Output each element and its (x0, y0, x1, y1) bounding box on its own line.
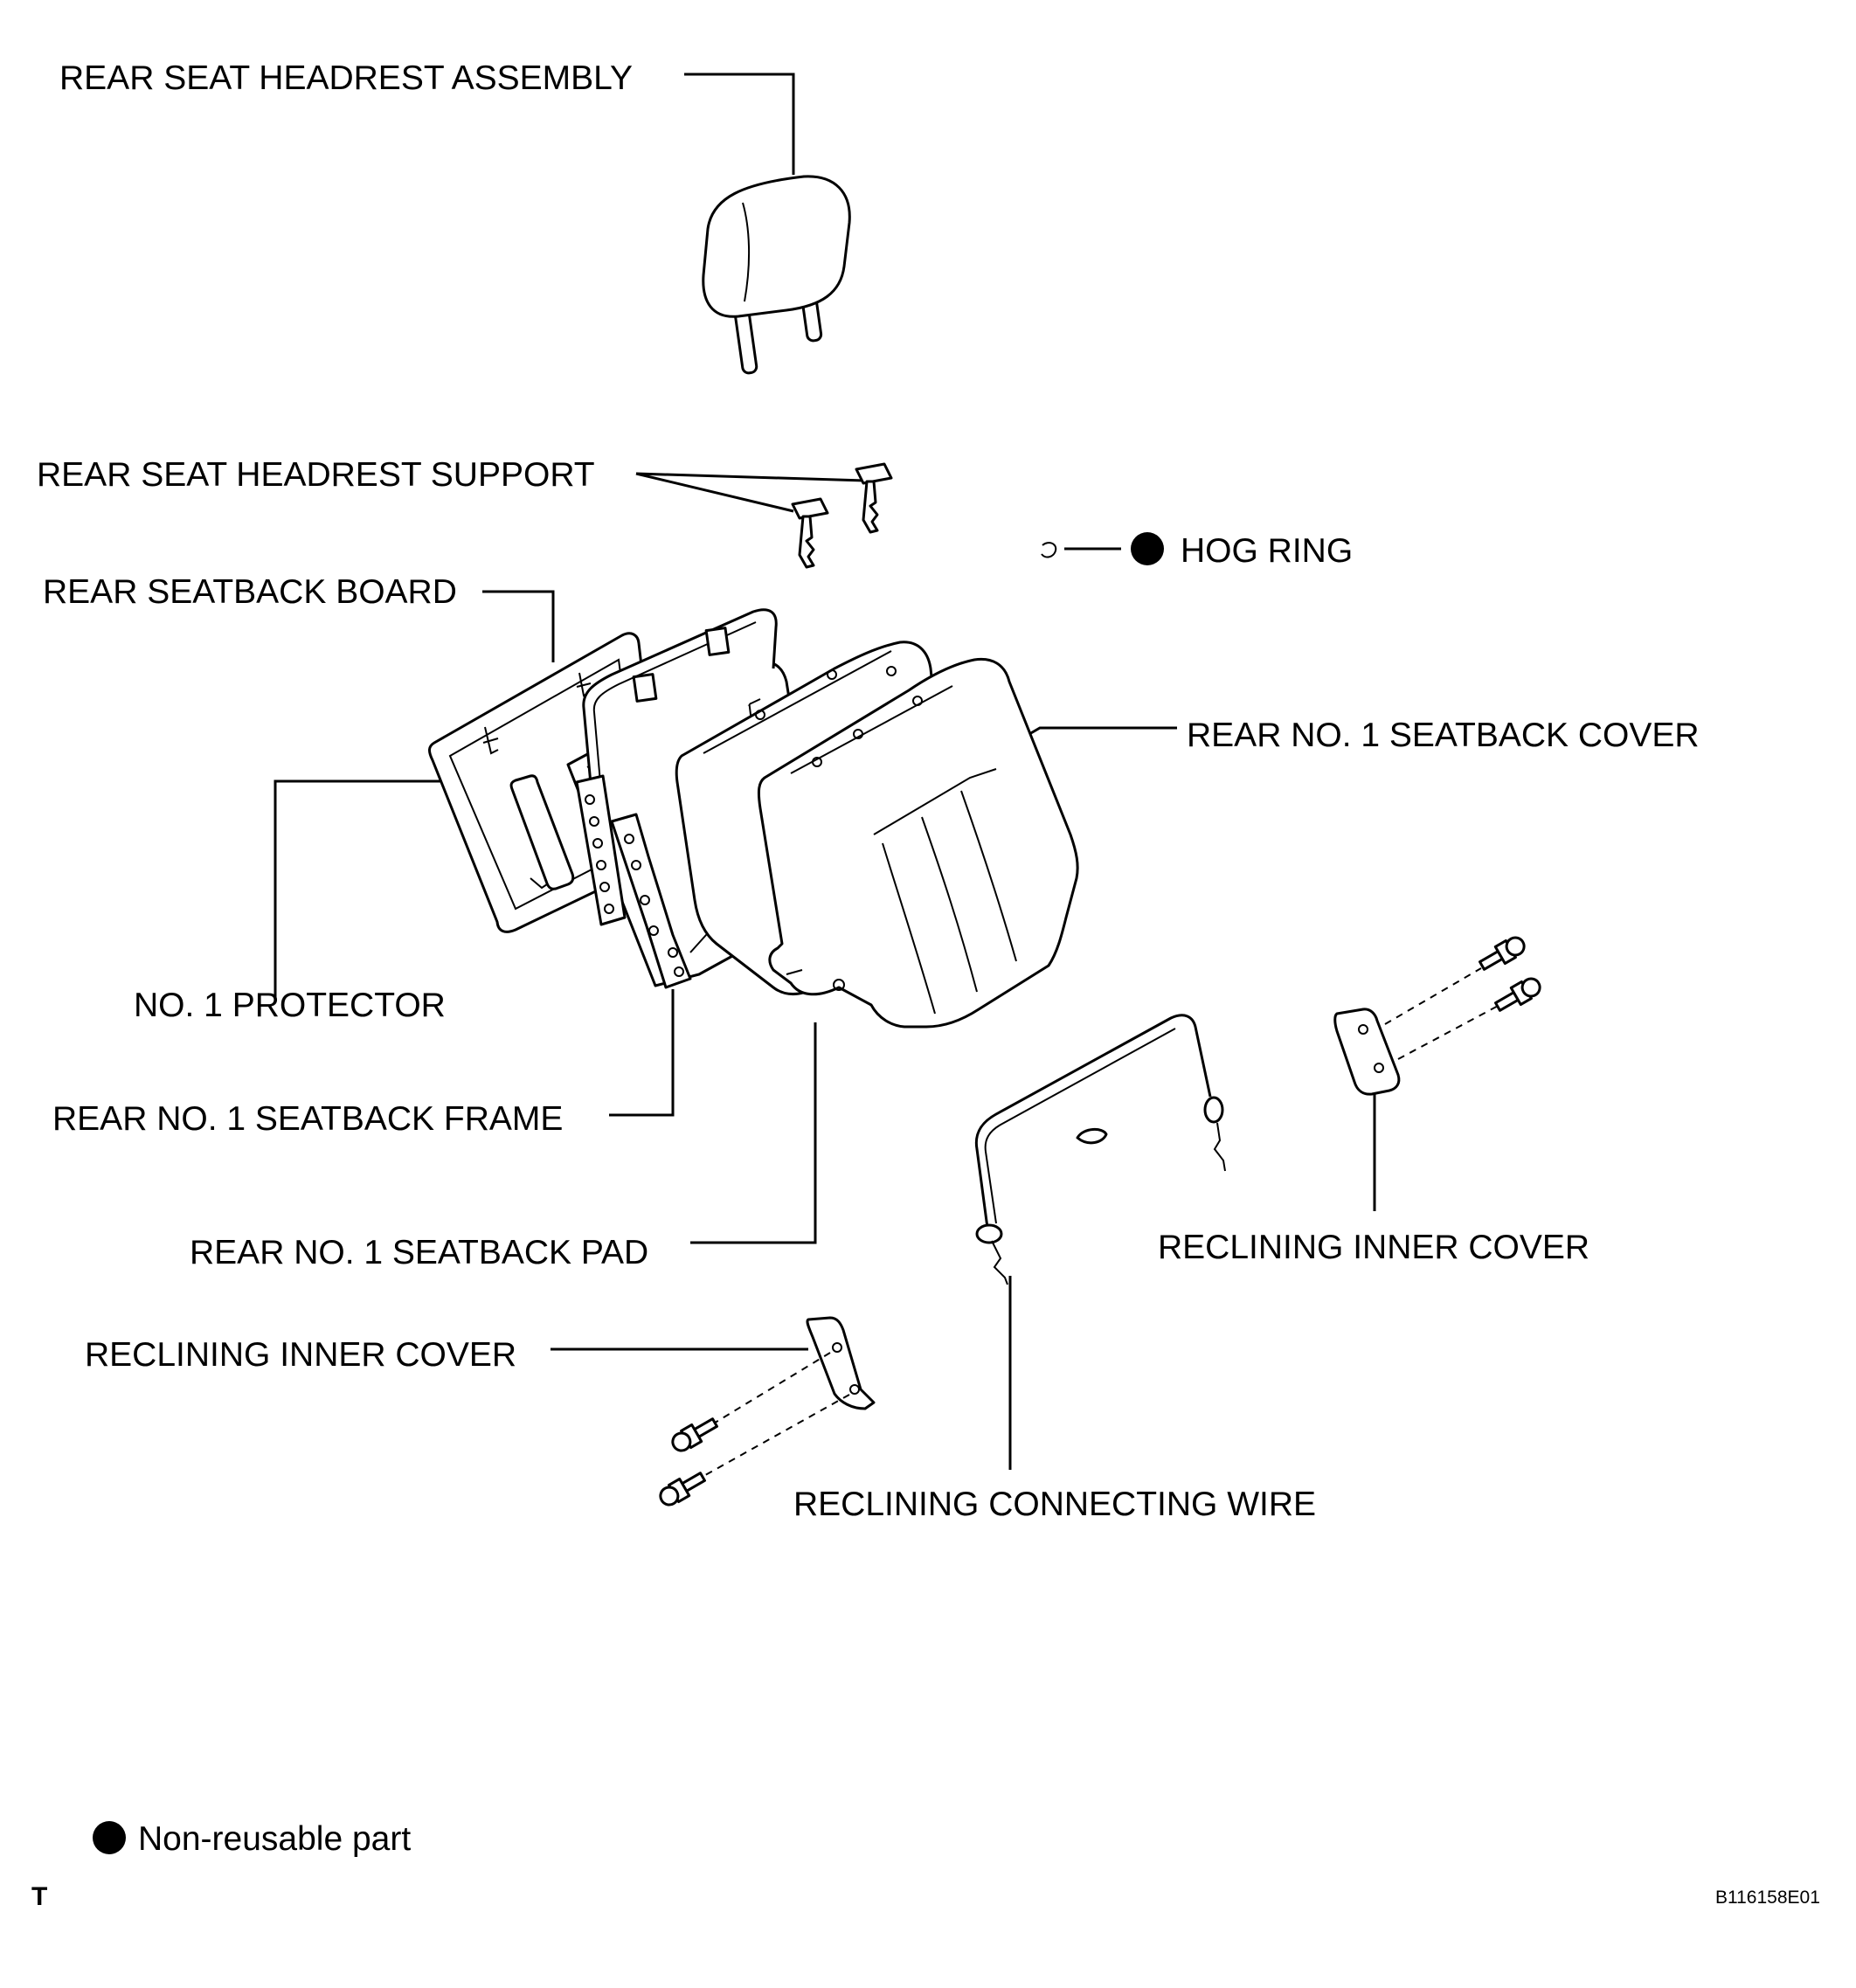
corner-mark: T (31, 1882, 47, 1911)
label-seatback-board: REAR SEATBACK BOARD (43, 573, 457, 611)
label-headrest-support: REAR SEAT HEADREST SUPPORT (37, 456, 595, 494)
screw-icon (659, 1417, 718, 1507)
protector-icon (509, 774, 575, 890)
label-seatback-pad: REAR NO. 1 SEATBACK PAD (190, 1234, 648, 1271)
seatback-cover-icon (757, 657, 1079, 1029)
leader-lines (274, 73, 1376, 1470)
label-seatback-frame: REAR NO. 1 SEATBACK FRAME (52, 1100, 563, 1138)
hog-ring-non-reusable-marker (1131, 532, 1164, 565)
filled-circle-icon (93, 1821, 126, 1854)
label-reclining-inner-cover-left: RECLINING INNER COVER (85, 1336, 516, 1374)
figure-code: B116158E01 (1715, 1888, 1820, 1908)
reclining-inner-cover-right-icon (1333, 967, 1504, 1096)
label-reclining-inner-cover-right: RECLINING INNER COVER (1158, 1229, 1589, 1266)
label-headrest-assembly: REAR SEAT HEADREST ASSEMBLY (59, 59, 633, 97)
screw-icon (1479, 936, 1541, 1012)
label-protector: NO. 1 PROTECTOR (134, 987, 446, 1024)
label-hog-ring: HOG RING (1181, 532, 1353, 570)
label-reclining-connecting-wire: RECLINING CONNECTING WIRE (793, 1486, 1316, 1523)
hog-ring-icon (1041, 542, 1057, 558)
headrest-assembly-icon (702, 175, 851, 375)
legend-non-reusable: Non-reusable part (138, 1820, 411, 1858)
reclining-connecting-wire-icon (974, 1014, 1226, 1285)
label-seatback-cover: REAR NO. 1 SEATBACK COVER (1187, 717, 1700, 754)
reclining-inner-cover-left-icon (698, 1316, 876, 1479)
headrest-support-icon (791, 462, 893, 569)
